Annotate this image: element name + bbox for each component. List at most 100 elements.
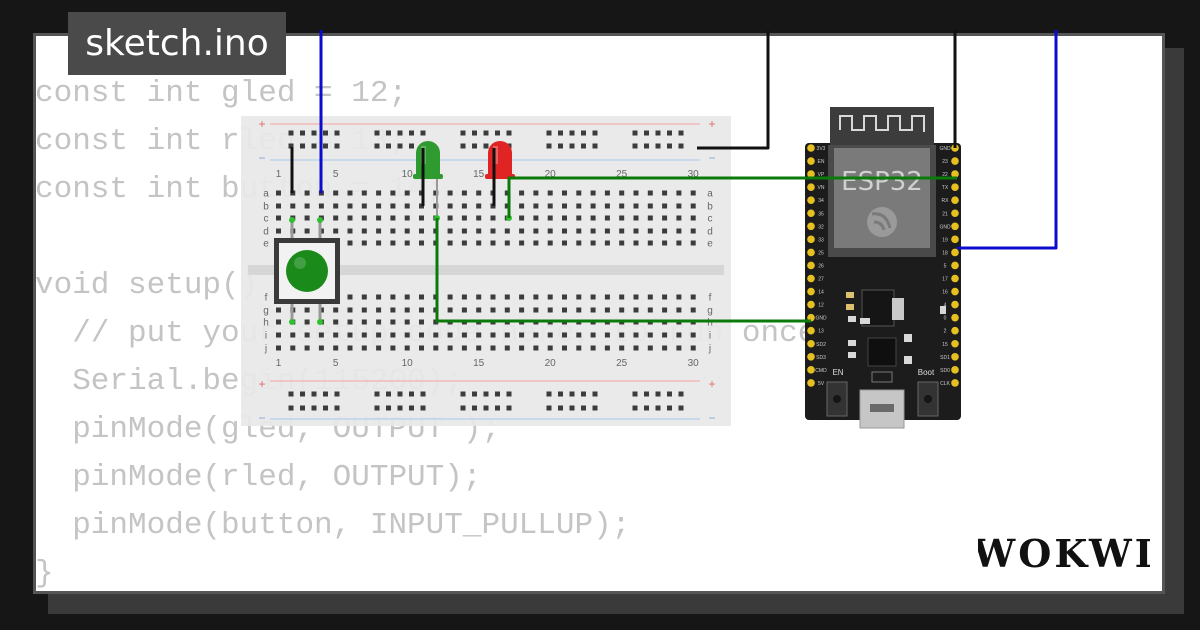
breadboard-hole[interactable] <box>576 215 582 221</box>
breadboard-hole[interactable] <box>447 294 453 300</box>
rail-hole[interactable] <box>460 130 466 136</box>
breadboard-hole[interactable] <box>419 240 424 246</box>
rail-hole[interactable] <box>374 405 380 411</box>
rail-hole[interactable] <box>632 405 638 411</box>
breadboard-hole[interactable] <box>361 203 367 209</box>
rail-hole[interactable] <box>655 130 661 136</box>
breadboard-hole[interactable] <box>347 203 353 209</box>
rail-hole[interactable] <box>644 405 649 411</box>
breadboard-hole[interactable] <box>376 345 382 351</box>
breadboard-hole[interactable] <box>633 307 639 313</box>
breadboard-hole[interactable] <box>333 319 339 325</box>
breadboard-hole[interactable] <box>433 190 439 196</box>
esp32-pin[interactable] <box>951 170 959 178</box>
breadboard-hole[interactable] <box>533 215 539 221</box>
breadboard-hole[interactable] <box>590 203 596 209</box>
breadboard-hole[interactable] <box>347 215 353 221</box>
breadboard-hole[interactable] <box>647 190 653 196</box>
rail-hole[interactable] <box>546 391 552 397</box>
wire-black-gnd-rail[interactable] <box>697 30 770 150</box>
esp32-pin[interactable] <box>951 222 959 231</box>
breadboard-hole[interactable] <box>590 307 596 313</box>
rail-hole[interactable] <box>460 405 466 411</box>
rail-hole[interactable] <box>334 405 340 411</box>
breadboard-hole[interactable] <box>604 190 610 196</box>
breadboard-hole[interactable] <box>490 215 496 221</box>
breadboard-hole[interactable] <box>390 190 396 196</box>
breadboard-hole[interactable] <box>604 203 610 209</box>
rail-hole[interactable] <box>311 405 317 411</box>
rail-hole[interactable] <box>288 130 294 136</box>
rail-hole[interactable] <box>288 405 294 411</box>
breadboard-hole[interactable] <box>604 240 610 246</box>
rail-hole[interactable] <box>667 143 672 149</box>
breadboard-hole[interactable] <box>604 307 610 313</box>
rail-hole[interactable] <box>288 143 294 149</box>
breadboard-hole[interactable] <box>576 240 582 246</box>
breadboard-hole[interactable] <box>576 332 582 338</box>
breadboard-hole[interactable] <box>647 307 653 313</box>
esp32-pin[interactable] <box>807 261 815 270</box>
breadboard-hole[interactable] <box>619 203 625 209</box>
breadboard-hole[interactable] <box>490 240 496 246</box>
esp32-pin[interactable] <box>807 366 815 374</box>
breadboard-hole[interactable] <box>590 294 596 300</box>
breadboard-hole[interactable] <box>690 228 696 234</box>
esp32-pin[interactable] <box>951 196 959 204</box>
rail-hole[interactable] <box>311 143 317 149</box>
breadboard-hole[interactable] <box>504 228 510 234</box>
breadboard-hole[interactable] <box>433 332 439 338</box>
breadboard-hole[interactable] <box>447 345 453 351</box>
breadboard-hole[interactable] <box>562 345 567 351</box>
breadboard-hole[interactable] <box>419 215 424 221</box>
breadboard-hole[interactable] <box>376 190 382 196</box>
breadboard-hole[interactable] <box>276 228 281 234</box>
esp32-pin[interactable] <box>807 353 815 361</box>
breadboard-hole[interactable] <box>476 307 482 313</box>
breadboard-hole[interactable] <box>390 215 396 221</box>
breadboard-hole[interactable] <box>547 228 553 234</box>
breadboard-hole[interactable] <box>433 319 439 325</box>
breadboard-hole[interactable] <box>662 190 668 196</box>
breadboard-hole[interactable] <box>461 240 467 246</box>
breadboard-hole[interactable] <box>676 345 682 351</box>
esp32-pin[interactable] <box>807 222 815 231</box>
esp32-pin[interactable] <box>951 209 959 218</box>
rail-hole[interactable] <box>632 143 638 149</box>
breadboard-hole[interactable] <box>476 294 482 300</box>
rail-hole[interactable] <box>546 130 552 136</box>
rail-hole[interactable] <box>374 143 380 149</box>
breadboard-hole[interactable] <box>647 332 653 338</box>
breadboard-hole[interactable] <box>333 190 339 196</box>
breadboard-hole[interactable] <box>404 190 410 196</box>
breadboard-hole[interactable] <box>633 345 639 351</box>
breadboard-hole[interactable] <box>676 203 682 209</box>
breadboard-hole[interactable] <box>690 332 696 338</box>
breadboard-hole[interactable] <box>390 345 396 351</box>
wire-green-led-red[interactable] <box>507 176 957 218</box>
breadboard-hole[interactable] <box>690 215 696 221</box>
breadboard-hole[interactable] <box>390 332 396 338</box>
rail-hole[interactable] <box>569 130 575 136</box>
rail-hole[interactable] <box>495 130 500 136</box>
breadboard-hole[interactable] <box>276 307 281 313</box>
breadboard-hole[interactable] <box>490 307 496 313</box>
breadboard-hole[interactable] <box>562 307 567 313</box>
rail-hole[interactable] <box>592 405 598 411</box>
pushbutton[interactable] <box>274 217 340 325</box>
breadboard-hole[interactable] <box>604 215 610 221</box>
rail-hole[interactable] <box>644 391 649 397</box>
rail-hole[interactable] <box>460 143 466 149</box>
rail-hole[interactable] <box>483 391 489 397</box>
breadboard-hole[interactable] <box>490 228 496 234</box>
breadboard-hole[interactable] <box>461 203 467 209</box>
breadboard-hole[interactable] <box>633 190 639 196</box>
breadboard-hole[interactable] <box>619 345 625 351</box>
rail-hole[interactable] <box>483 143 489 149</box>
breadboard-hole[interactable] <box>690 307 696 313</box>
breadboard-hole[interactable] <box>433 345 439 351</box>
breadboard-hole[interactable] <box>519 345 525 351</box>
breadboard-hole[interactable] <box>361 294 367 300</box>
breadboard-hole[interactable] <box>276 203 281 209</box>
breadboard-hole[interactable] <box>433 203 439 209</box>
